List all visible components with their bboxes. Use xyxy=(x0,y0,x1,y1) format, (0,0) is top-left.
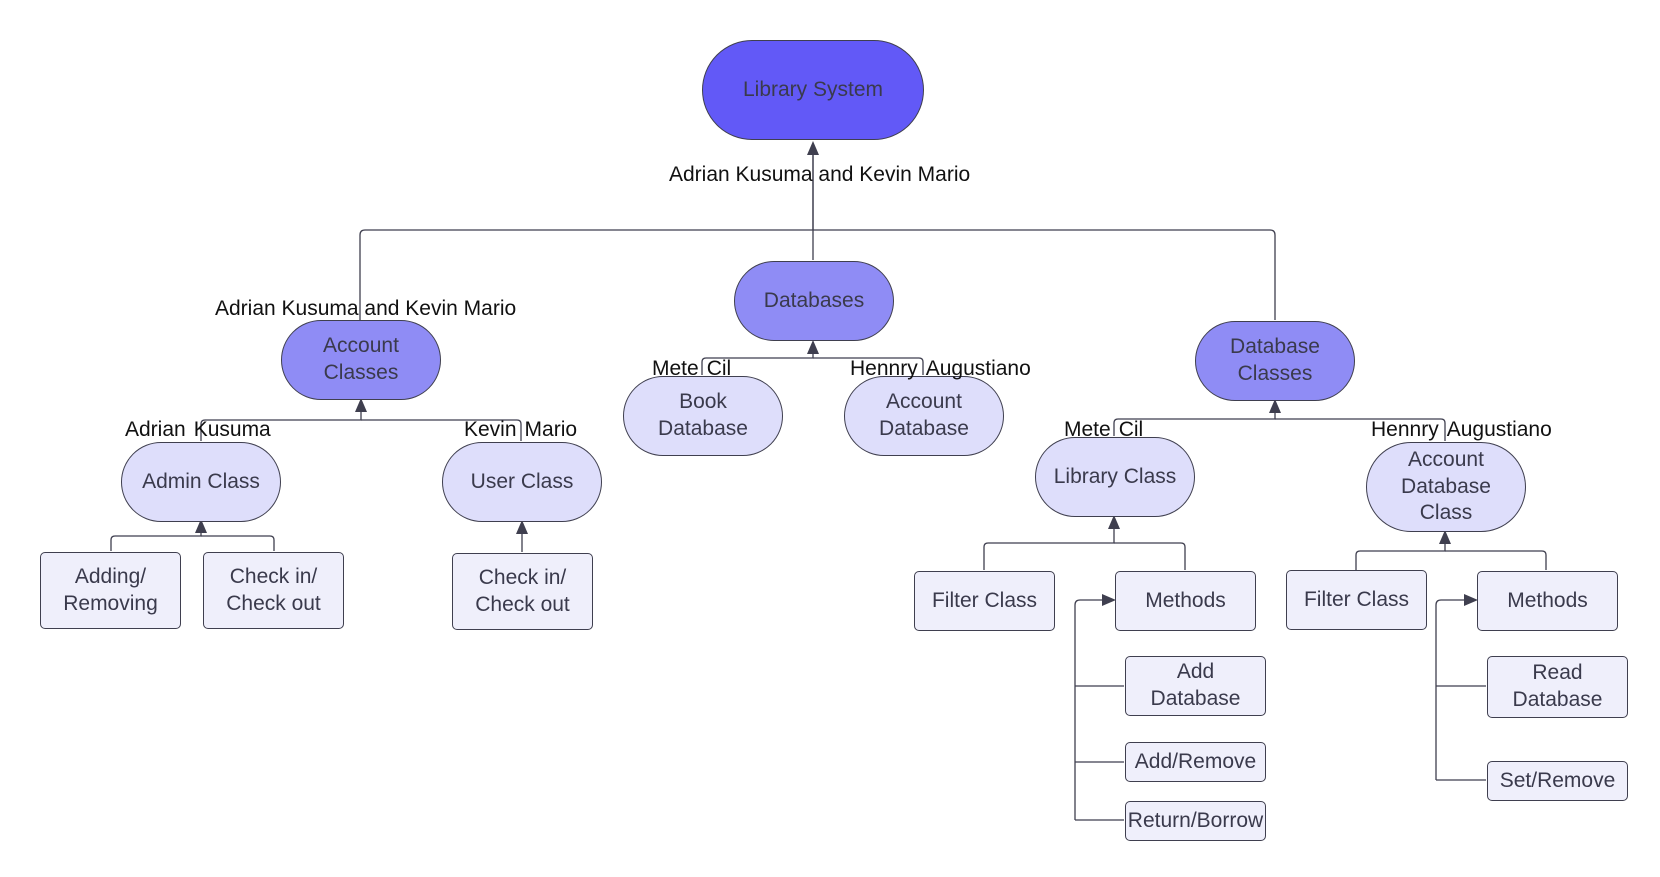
node-admin-adding-removing[interactable]: Adding/ Removing xyxy=(40,552,181,629)
arrow-head xyxy=(355,398,367,412)
node-acc-read-database[interactable]: Read Database xyxy=(1487,656,1628,718)
author-first-name: Adrian xyxy=(125,418,186,441)
connector-root-database-classes xyxy=(813,229,1276,320)
author-first-name: Hennry xyxy=(1371,418,1439,441)
connector-acc-methods-trunk xyxy=(1435,599,1468,780)
node-lib-add-database[interactable]: Add Database xyxy=(1125,656,1266,716)
arrow-head xyxy=(1439,530,1451,544)
connector-admin-adding xyxy=(110,522,202,551)
connector-databases-account xyxy=(813,357,924,375)
node-library-system[interactable]: Library System xyxy=(702,40,924,140)
node-admin-check-in-out[interactable]: Check in/ Check out xyxy=(203,552,344,629)
node-account-filter-class[interactable]: Filter Class xyxy=(1286,570,1427,630)
node-account-methods[interactable]: Methods xyxy=(1477,571,1618,631)
connector-account-classes-user xyxy=(361,419,522,441)
node-lib-return-borrow[interactable]: Return/Borrow xyxy=(1125,801,1266,841)
node-acc-set-remove[interactable]: Set/Remove xyxy=(1487,761,1628,801)
node-lib-add-remove[interactable]: Add/Remove xyxy=(1125,742,1266,782)
arrow-head xyxy=(1102,594,1116,606)
connector-lib-methods-trunk xyxy=(1074,599,1106,820)
connector-accdbclass-filter xyxy=(1355,533,1446,570)
arrow-head xyxy=(1464,594,1478,606)
node-user-check-in-out[interactable]: Check in/ Check out xyxy=(452,553,593,630)
node-user-class[interactable]: User Class xyxy=(442,442,602,522)
connector-library-filter xyxy=(983,518,1115,570)
node-library-methods[interactable]: Methods xyxy=(1115,571,1256,631)
node-library-filter-class[interactable]: Filter Class xyxy=(914,571,1055,631)
arrow-head xyxy=(1269,399,1281,413)
connector-database-classes-library xyxy=(1113,402,1276,436)
node-account-classes[interactable]: Account Classes xyxy=(281,320,441,400)
node-book-database[interactable]: Book Database xyxy=(623,376,783,456)
arrow-head xyxy=(1108,515,1120,529)
label-account-classes-authors: Adrian Kusuma and Kevin Mario xyxy=(215,297,517,320)
connector-account-classes-admin xyxy=(200,401,362,441)
connector-root-account-classes xyxy=(359,145,814,320)
author-last-name: Augustiano xyxy=(1446,418,1552,441)
node-admin-class[interactable]: Admin Class xyxy=(121,442,281,522)
connector-databases-book xyxy=(701,343,814,375)
node-databases[interactable]: Databases xyxy=(734,261,894,341)
author-first-name: Mete xyxy=(652,357,699,380)
author-last-name: Mario xyxy=(524,418,578,441)
label-user-class-author: Kevin Mario xyxy=(464,419,577,440)
author-last-name: Cil xyxy=(706,357,732,380)
label-account-database-class-author: Hennry Augustiano xyxy=(1371,419,1552,440)
author-last-name: Kusuma xyxy=(193,418,271,441)
arrow-head xyxy=(807,340,819,354)
connector-accdbclass-methods xyxy=(1445,550,1547,570)
arrow-head xyxy=(807,141,819,155)
author-last-name: Augustiano xyxy=(925,357,1031,380)
connector-library-methods xyxy=(1114,542,1186,570)
author-first-name: Kevin xyxy=(464,418,517,441)
label-account-database-author: Hennry Augustiano xyxy=(850,358,1031,379)
author-first-name: Hennry xyxy=(850,357,918,380)
arrow-head xyxy=(195,519,207,533)
node-database-classes[interactable]: Database Classes xyxy=(1195,321,1355,401)
node-account-database-class[interactable]: Account Database Class xyxy=(1366,442,1526,532)
node-account-database[interactable]: Account Database xyxy=(844,376,1004,456)
author-last-name: Cil xyxy=(1118,418,1144,441)
label-book-database-author: Mete Cil xyxy=(652,358,731,379)
connector-database-classes-accdbclass xyxy=(1275,418,1446,441)
node-library-class[interactable]: Library Class xyxy=(1035,437,1195,517)
arrow-head xyxy=(516,520,528,534)
label-library-class-author: Mete Cil xyxy=(1064,419,1143,440)
author-first-name: Mete xyxy=(1064,418,1111,441)
label-admin-class-author: Adrian Kusuma xyxy=(125,419,271,440)
connector-admin-checkin xyxy=(201,535,275,551)
label-root-authors: Adrian Kusuma and Kevin Mario xyxy=(669,163,971,186)
